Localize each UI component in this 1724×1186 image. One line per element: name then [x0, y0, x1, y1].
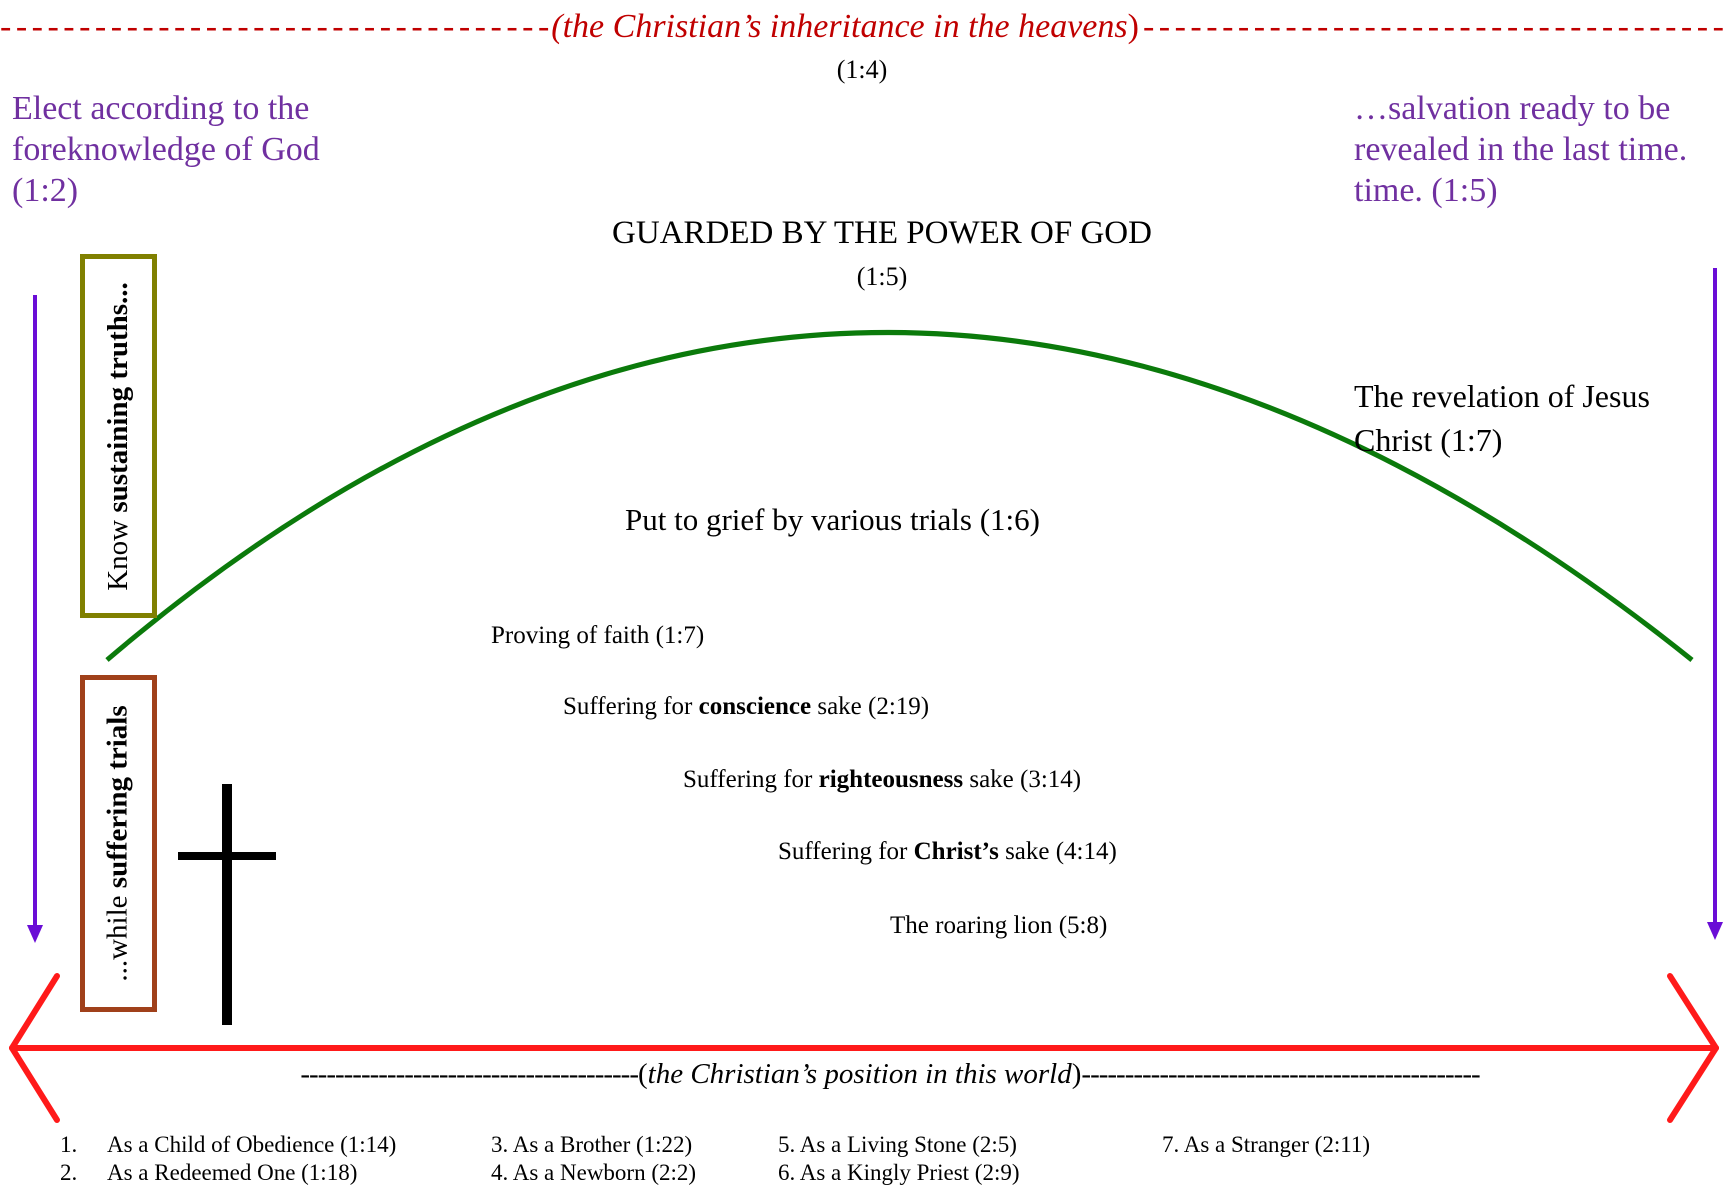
heading-dashes-left: - - - - - - - - - - - - - - - - - - - - … [0, 8, 549, 45]
revelation-note: The revelation of Jesus Christ (1:7) [1354, 374, 1650, 462]
suffering-trials-label: ...while suffering trials [102, 705, 135, 981]
trial-conscience-pre: Suffering for [563, 693, 699, 720]
sustaining-truths-box: Know sustaining truths... [80, 254, 157, 618]
suffering-bold: suffering trials [102, 705, 134, 889]
heaven-paren-close: ) [1127, 8, 1139, 45]
salvation-note-line2: revealed in the last time. [1354, 131, 1688, 168]
revelation-line1: The revelation of Jesus [1354, 378, 1650, 414]
world-dashes-left: --------------------------------------- [300, 1058, 639, 1090]
position-num-2: 2. [60, 1160, 78, 1185]
position-4: 4. As a Newborn (2:2) [491, 1160, 697, 1185]
world-paren-open: ( [637, 1058, 648, 1090]
sustaining-bold: sustaining truths... [102, 281, 135, 513]
position-num-1: 1. [60, 1132, 78, 1157]
elect-note-line3: (1:2) [12, 172, 79, 209]
elect-note: Elect according to the foreknowledge of … [12, 88, 320, 211]
left-down-arrow-head [27, 925, 43, 943]
grief-text: Put to grief by various trials (1:6) [625, 502, 1040, 537]
world-heading: ---------------------------------------(… [110, 1058, 1670, 1091]
heading-dashes-right: - - - - - - - - - - - - - - - - - - - - … [1142, 8, 1724, 45]
trial-christ-bold: Christ’s [913, 838, 999, 865]
heavens-heading: - - - - - - - - - - - - - - - - - - - - … [0, 8, 1724, 46]
heavens-ref: (1:4) [836, 55, 888, 84]
heavens-title: the Christian’s inheritance in the heave… [562, 8, 1128, 45]
heaven-paren-open: ( [551, 8, 563, 45]
world-double-arrow [9, 973, 1719, 1123]
guarded-title: GUARDED BY THE POWER OF GOD [612, 215, 1152, 251]
trial-christ: Suffering for Christ’s sake (4:14) [778, 838, 1117, 866]
world-title: the Christian’s position in this world [647, 1058, 1072, 1090]
position-2: As a Redeemed One (1:18) [107, 1160, 358, 1185]
salvation-note-line3: time. (1:5) [1354, 172, 1498, 209]
cross-icon [178, 784, 276, 1025]
trial-lion: The roaring lion (5:8) [890, 912, 1108, 939]
right-down-arrow-head [1707, 922, 1723, 940]
trial-conscience-post: sake (2:19) [811, 693, 930, 720]
trial-conscience-bold: conscience [698, 693, 812, 720]
trial-christ-pre: Suffering for [778, 838, 914, 865]
trial-righteousness-post: sake (3:14) [963, 766, 1082, 793]
trial-proving: Proving of faith (1:7) [491, 622, 705, 649]
trial-righteousness-pre: Suffering for [683, 766, 819, 793]
salvation-note-line1: …salvation ready to be [1354, 90, 1671, 127]
elect-note-line2: foreknowledge of God [12, 131, 320, 168]
position-6: 6. As a Kingly Priest (2:9) [778, 1160, 1020, 1185]
trial-conscience: Suffering for conscience sake (2:19) [563, 693, 929, 721]
suffering-trials-box: ...while suffering trials [80, 675, 157, 1012]
elect-note-line1: Elect according to the [12, 90, 310, 127]
salvation-note: …salvation ready to be revealed in the l… [1354, 88, 1687, 211]
suffering-plain: ...while [102, 888, 134, 982]
position-1: As a Child of Obedience (1:14) [107, 1132, 397, 1157]
trial-christ-post: sake (4:14) [998, 838, 1117, 865]
sustaining-plain: Know [102, 512, 135, 591]
position-3: 3. As a Brother (1:22) [491, 1132, 693, 1157]
position-5: 5. As a Living Stone (2:5) [778, 1132, 1017, 1157]
world-paren-close: ) [1071, 1058, 1082, 1090]
sustaining-truths-label: Know sustaining truths... [102, 282, 135, 591]
position-7: 7. As a Stranger (2:11) [1162, 1132, 1371, 1157]
trial-righteousness: Suffering for righteousness sake (3:14) [683, 766, 1081, 794]
world-dashes-right: ----------------------------------------… [1081, 1058, 1480, 1090]
guarded-arc [105, 330, 1694, 662]
revelation-line2: Christ (1:7) [1354, 422, 1503, 458]
trial-righteousness-bold: righteousness [818, 766, 964, 793]
guarded-ref: (1:5) [856, 262, 908, 291]
